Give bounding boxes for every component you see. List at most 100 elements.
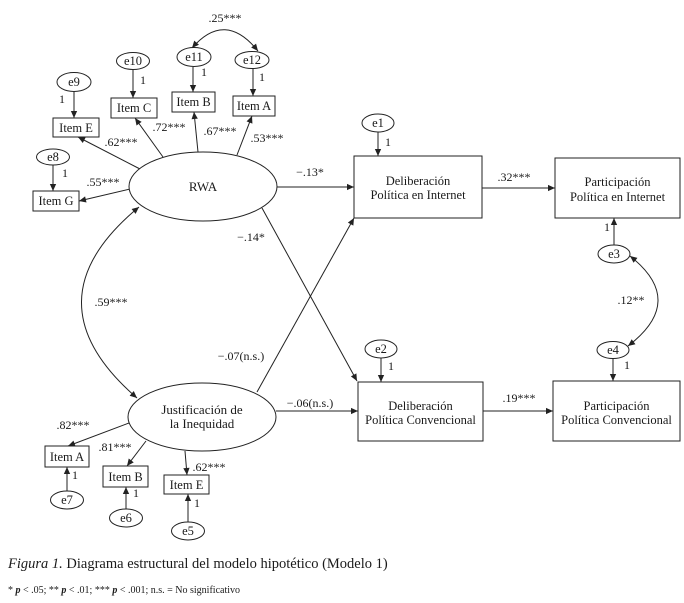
fixed-weight-e1: 1 <box>385 135 391 149</box>
covariance-e3-e4 <box>627 255 659 347</box>
covariance-label-e11-e12: .25*** <box>209 11 242 25</box>
rwa-item-c-box: Item C <box>110 97 158 119</box>
error-label: e6 <box>120 511 132 525</box>
item-label: Item C <box>117 101 151 115</box>
note-p-symbol: p <box>60 585 66 596</box>
construct-label-line-1: Deliberación <box>388 399 453 413</box>
latent-rwa: RWA <box>128 151 278 222</box>
rwa-item-e-box: Item E <box>52 117 100 138</box>
loading-ji-item-a: .82*** <box>57 418 90 432</box>
arrow-rwa-to-item-b <box>191 111 199 153</box>
fixed-weight-e2: 1 <box>388 359 394 373</box>
error-e6: e6 <box>109 508 143 528</box>
loading-rwa-item-a: .53*** <box>251 131 284 145</box>
path-label-rwa-dpc: −.14* <box>237 230 265 244</box>
disturbance-e3: e3 <box>597 244 631 264</box>
error-label: e11 <box>185 50 203 64</box>
construct-label-line-2: Política en Internet <box>370 188 466 202</box>
error-label: e9 <box>68 75 80 89</box>
path-label-ji-dpi: −.07(n.s.) <box>218 349 264 363</box>
latent-label-line-2: la Inequidad <box>170 416 235 431</box>
error-label: e7 <box>61 493 73 507</box>
fixed-weight-e11: 1 <box>201 65 207 79</box>
note-part: * <box>8 585 16 596</box>
fixed-weight-e5: 1 <box>194 496 200 510</box>
note-part: < .001; n.s. = No significativo <box>117 585 240 596</box>
loading-ji-item-b: .81*** <box>99 440 132 454</box>
loading-rwa-item-e: .62*** <box>105 135 138 149</box>
error-label: e8 <box>47 150 59 164</box>
rwa-item-b-box: Item B <box>171 91 216 113</box>
covariance-rwa-ji <box>81 206 140 399</box>
error-label: e5 <box>182 524 194 538</box>
arrow-rwa-to-item-g <box>78 188 131 203</box>
error-label: e2 <box>375 342 387 356</box>
rwa-item-g-box: Item G <box>32 190 80 212</box>
fixed-weight-e6: 1 <box>133 486 139 500</box>
ji-item-b-box: Item B <box>102 465 149 488</box>
disturbance-e1: e1 <box>361 113 395 133</box>
arrow-ji-to-item-e <box>183 450 190 476</box>
path-label-ji-dpc: −.06(n.s.) <box>287 396 333 410</box>
item-label: Item E <box>170 478 204 492</box>
item-label: Item A <box>50 450 84 464</box>
fixed-weight-e8: 1 <box>62 166 68 180</box>
error-label: e12 <box>243 53 261 67</box>
rwa-item-a-box: Item A <box>232 95 276 117</box>
note-part: < .01; *** <box>66 585 112 596</box>
figure-caption: Figura 1. Diagrama estructural del model… <box>7 556 388 572</box>
construct-label-line-2: Política Convencional <box>365 413 476 427</box>
fixed-weight-e4: 1 <box>624 358 630 372</box>
latent-label: RWA <box>189 179 218 194</box>
arrow-ji-to-item-a <box>67 422 130 447</box>
error-e7: e7 <box>50 490 84 510</box>
construct-box-participacion-convencional: Participación Política Convencional <box>552 380 681 442</box>
path-label-dpc-ppc: .19*** <box>503 391 536 405</box>
ji-item-e-box: Item E <box>163 474 210 495</box>
loading-rwa-item-g: .55*** <box>87 175 120 189</box>
latent-label-line-1: Justificación de <box>161 402 242 417</box>
error-e5: e5 <box>171 521 205 541</box>
construct-box-deliberacion-convencional: Deliberación Política Convencional <box>357 381 484 442</box>
path-rwa-to-dpc <box>261 207 358 382</box>
disturbance-e2: e2 <box>364 339 398 359</box>
arrow-rwa-to-item-a <box>236 115 253 156</box>
figure-caption-title: Diagrama estructural del modelo hipotéti… <box>63 556 388 572</box>
error-label: e3 <box>608 247 620 261</box>
arrow-ji-to-item-b <box>126 440 147 467</box>
error-e10: e10 <box>116 52 150 70</box>
path-ji-to-dpi <box>256 217 355 393</box>
disturbance-e4: e4 <box>596 341 630 359</box>
arrow-rwa-to-item-c <box>134 117 164 158</box>
covariance-label-e3-e4: .12** <box>618 293 645 307</box>
loading-rwa-item-b: .67*** <box>204 124 237 138</box>
note-p-symbol: p <box>15 585 21 596</box>
significance-note: * p < .05; ** p < .01; *** p < .001; n.s… <box>8 585 240 596</box>
note-part: < .05; ** <box>21 585 62 596</box>
item-label: Item E <box>59 121 93 135</box>
item-label: Item B <box>108 470 142 484</box>
item-label: Item A <box>237 99 271 113</box>
item-label: Item G <box>38 194 73 208</box>
latent-justificacion-inequidad: Justificación de la Inequidad <box>127 382 277 452</box>
construct-label-line-1: Participación <box>584 399 651 413</box>
loading-ji-item-e: .62*** <box>193 460 226 474</box>
fixed-weight-e10: 1 <box>140 73 146 87</box>
fixed-weight-e3: 1 <box>604 220 610 234</box>
construct-label-line-2: Política Convencional <box>561 413 672 427</box>
figure-caption-label: Figura 1. <box>7 556 63 572</box>
construct-box-participacion-internet: Participación Política en Internet <box>554 157 681 219</box>
ji-item-a-box: Item A <box>44 445 90 468</box>
loading-rwa-item-c: .72*** <box>153 120 186 134</box>
error-e12: e12 <box>234 51 270 69</box>
path-label-dpi-ppi: .32*** <box>498 170 531 184</box>
error-label: e4 <box>607 343 620 357</box>
fixed-weight-e12: 1 <box>259 70 265 84</box>
arrow-rwa-to-item-e <box>77 136 141 170</box>
error-e11: e11 <box>176 47 212 67</box>
error-e9: e9 <box>56 72 92 92</box>
error-label: e1 <box>372 116 384 130</box>
construct-label-line-2: Política en Internet <box>570 190 666 204</box>
